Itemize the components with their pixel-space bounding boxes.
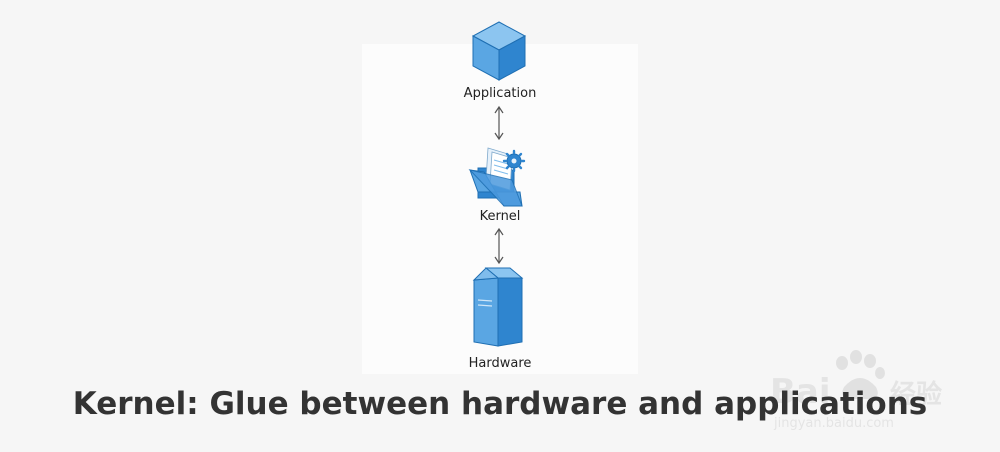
paw-icon (836, 350, 885, 399)
folder-gear-icon (468, 147, 526, 207)
node-label-hardware: Hardware (468, 356, 532, 371)
diagram-caption: Kernel: Glue between hardware and applic… (72, 386, 928, 422)
watermark-brand: Bai (770, 372, 831, 412)
baidu-jingyan-watermark: Bai 经验 jingyan.baidu.com (770, 350, 942, 431)
watermark-url: jingyan.baidu.com (773, 416, 894, 431)
node-label-kernel: Kernel (479, 209, 521, 224)
server-tower-icon (472, 267, 524, 347)
bidirectional-arrow-icon (494, 105, 504, 141)
watermark-cn: 经验 (890, 379, 942, 410)
cube-icon (471, 21, 527, 81)
kernel-diagram (468, 21, 527, 347)
bidirectional-arrow-icon (494, 227, 504, 265)
node-label-application: Application (463, 86, 537, 101)
